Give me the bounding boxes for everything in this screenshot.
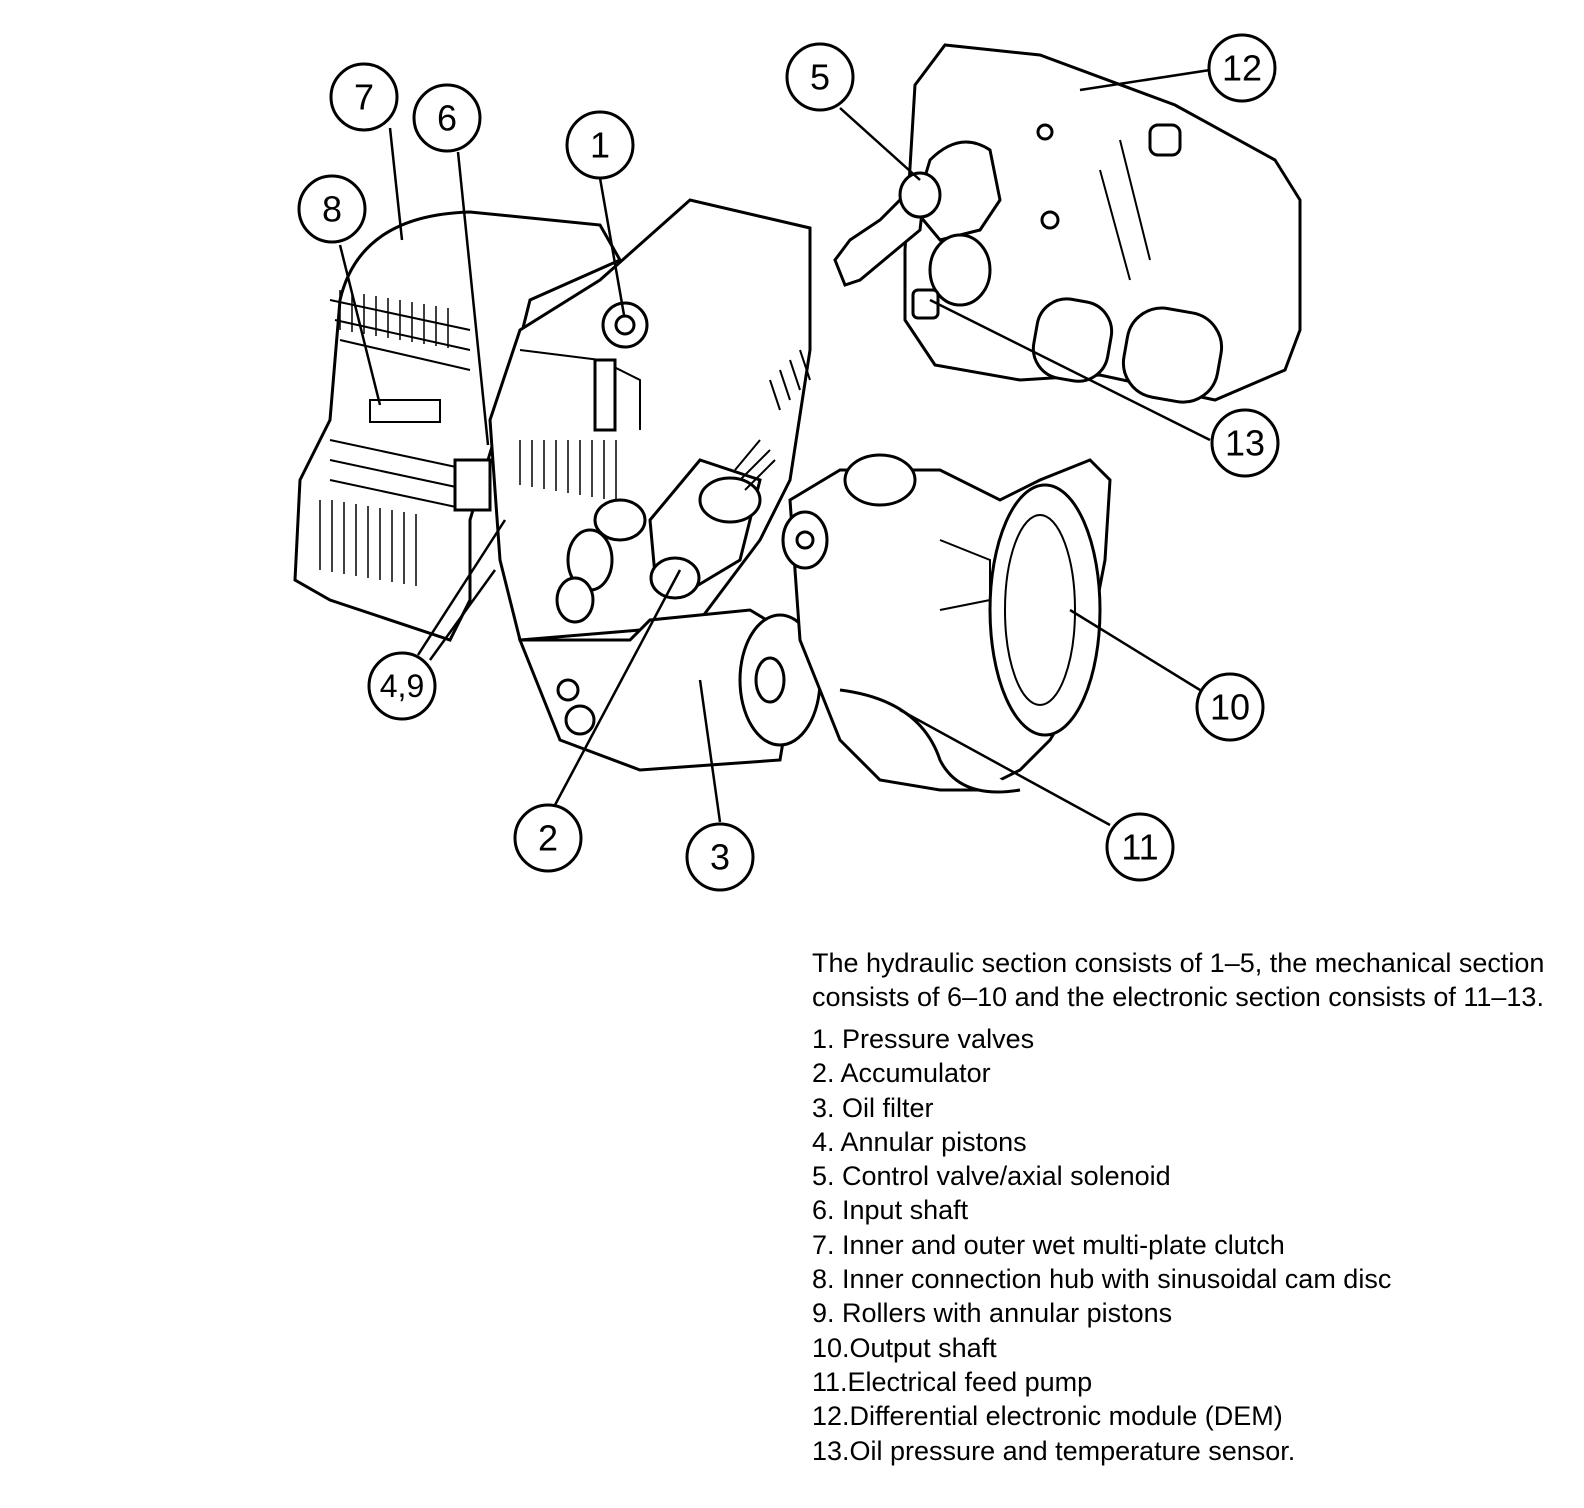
list-item: 10.Output shaft bbox=[812, 1332, 997, 1363]
callout-3-label: 3 bbox=[710, 837, 730, 878]
callout-5: 5 bbox=[785, 42, 855, 112]
list-item: 7. Inner and outer wet multi-plate clutc… bbox=[812, 1229, 1285, 1260]
caption-block: The hydraulic section consists of 1–5, t… bbox=[812, 946, 1552, 1468]
list-item: 6. Input shaft bbox=[812, 1195, 969, 1226]
callout-8-label: 8 bbox=[322, 189, 342, 230]
list-item: 2. Accumulator bbox=[812, 1058, 991, 1089]
parts-list: 1. Pressure valves 2. Accumulator 3. Oil… bbox=[812, 1022, 1552, 1468]
callout-6: 6 bbox=[412, 83, 482, 153]
callout-5-label: 5 bbox=[810, 57, 830, 98]
oil-filter bbox=[517, 608, 822, 772]
leader-lines bbox=[338, 68, 1211, 827]
callout-13-label: 13 bbox=[1225, 423, 1265, 464]
callout-11-label: 11 bbox=[1121, 827, 1158, 868]
accumulator bbox=[648, 439, 776, 600]
callout-10: 10 bbox=[1195, 672, 1265, 742]
callout-2: 2 bbox=[513, 803, 583, 873]
callout-13: 13 bbox=[1210, 408, 1280, 478]
callout-12: 12 bbox=[1207, 33, 1277, 103]
callout-2-label: 2 bbox=[538, 818, 558, 859]
caption-text: The hydraulic section consists of 1–5, t… bbox=[812, 948, 1545, 1012]
callout-6-label: 6 bbox=[437, 98, 457, 139]
list-item: 8. Inner connection hub with sinusoidal … bbox=[812, 1264, 1392, 1295]
list-item: 1. Pressure valves bbox=[812, 1024, 1035, 1054]
coupling-exploded-diagram: 1 2 3 4,9 5 6 7 8 10 11 12 13 bbox=[293, 33, 1302, 892]
callout-7: 7 bbox=[329, 62, 399, 132]
callout-11: 11 bbox=[1105, 812, 1175, 882]
list-item: 13.Oil pressure and temperature sensor. bbox=[812, 1435, 1296, 1466]
callout-3: 3 bbox=[685, 822, 755, 892]
dem-module bbox=[833, 43, 1302, 404]
callout-4-9: 4,9 bbox=[367, 651, 437, 721]
list-item: 12.Differential electronic module (DEM) bbox=[812, 1401, 1283, 1432]
callout-10-label: 10 bbox=[1210, 687, 1250, 728]
list-item: 11.Electrical feed pump bbox=[812, 1366, 1093, 1397]
list-item: 5. Control valve/axial solenoid bbox=[812, 1161, 1171, 1192]
list-item: 3. Oil filter bbox=[812, 1092, 934, 1123]
callout-1-label: 1 bbox=[590, 125, 610, 166]
callout-12-label: 12 bbox=[1222, 48, 1262, 89]
list-item: 9. Rollers with annular pistons bbox=[812, 1298, 1173, 1329]
clutch-housing bbox=[293, 210, 623, 642]
callout-8: 8 bbox=[297, 174, 367, 244]
output-shaft-assembly bbox=[781, 453, 1112, 794]
list-item: 4. Annular pistons bbox=[812, 1126, 1027, 1157]
callout-1: 1 bbox=[565, 110, 635, 180]
callout-4-9-label: 4,9 bbox=[380, 668, 424, 704]
callout-7-label: 7 bbox=[354, 77, 374, 118]
